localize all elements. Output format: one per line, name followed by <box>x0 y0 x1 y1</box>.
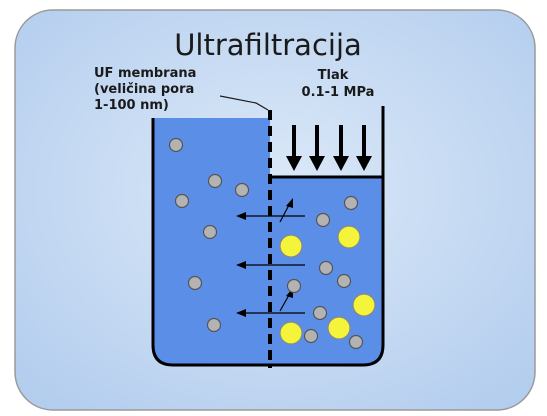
small-particle <box>350 336 363 349</box>
large-particle <box>338 226 360 248</box>
small-particle <box>236 184 249 197</box>
large-particle <box>280 322 302 344</box>
large-particle <box>280 235 302 257</box>
small-particle <box>288 280 301 293</box>
small-particle <box>208 319 221 332</box>
diagram-title: Ultrafiltracija <box>174 28 362 62</box>
membrane-label-line1: UF membrana <box>94 66 196 81</box>
small-particle <box>320 262 333 275</box>
small-particle <box>170 139 183 152</box>
large-particle <box>353 294 375 316</box>
membrane-label-line3: 1-100 nm) <box>94 98 169 113</box>
pressure-label-line2: 0.1-1 MPa <box>302 85 375 100</box>
small-particle <box>176 195 189 208</box>
small-particle <box>314 307 327 320</box>
small-particle <box>345 197 358 210</box>
pressure-label-line1: Tlak <box>318 68 349 83</box>
small-particle <box>317 214 330 227</box>
small-particle <box>189 277 202 290</box>
large-particle <box>328 317 350 339</box>
membrane-label-line2: (veličina pora <box>94 82 194 97</box>
small-particle <box>338 275 351 288</box>
small-particle <box>204 226 217 239</box>
small-particle <box>209 175 222 188</box>
small-particle <box>305 330 318 343</box>
